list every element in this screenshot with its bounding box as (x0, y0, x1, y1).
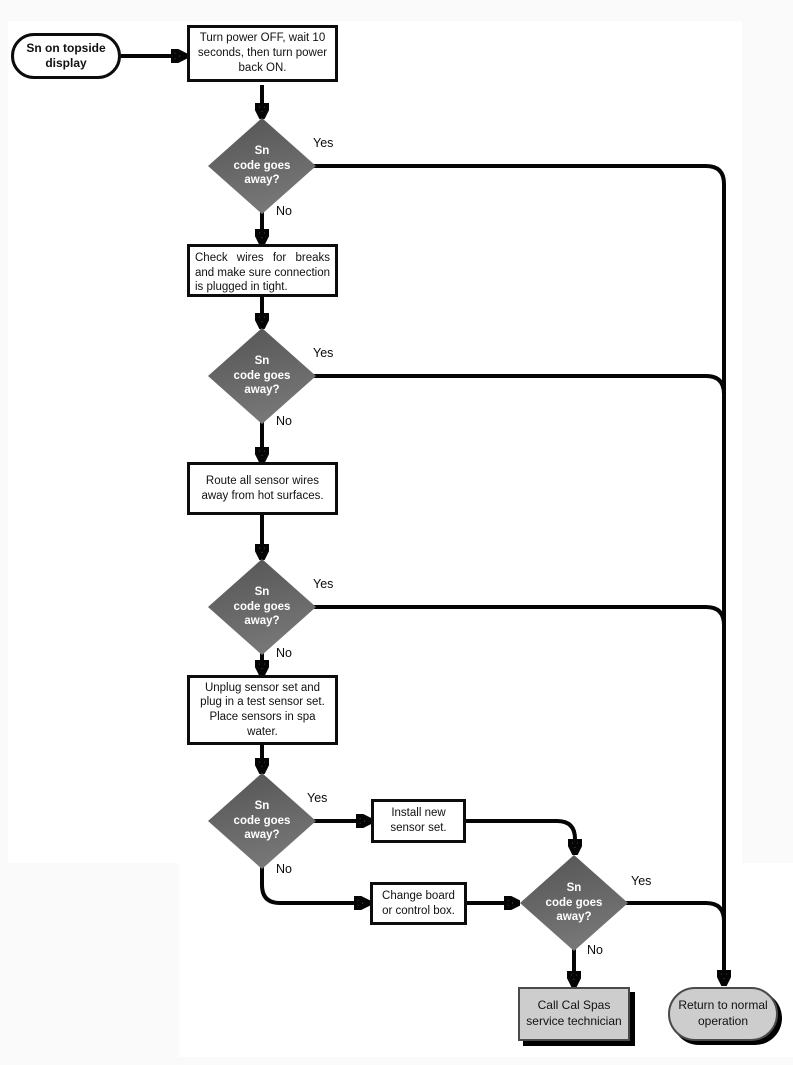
flowchart-canvas-upper (8, 21, 742, 863)
edge-decision3-yes (314, 605, 726, 626)
process-route-wires-label: Route all sensor wires away from hot sur… (201, 474, 324, 502)
terminal-call-tech: Call Cal Spas service technician (518, 987, 630, 1041)
terminal-call-tech-label: Call Cal Spas service technician (526, 998, 622, 1028)
decision-4-label: Sn code goes away? (233, 800, 291, 842)
process-change-board-label: Change board or control box. (382, 889, 455, 917)
decision-5: Sn code goes away? (520, 855, 628, 951)
decision-4: Sn code goes away? (208, 773, 316, 869)
branch-label-no-2: No (276, 414, 292, 428)
process-power-cycle: Turn power OFF, wait 10 seconds, then tu… (187, 25, 338, 82)
branch-label-yes-4: Yes (307, 791, 328, 805)
edge-decision2-yes (314, 374, 726, 395)
decision-3-label: Sn code goes away? (233, 586, 291, 628)
branch-label-no-4: No (276, 862, 292, 876)
process-test-sensors-label: Unplug sensor set and plug in a test sen… (200, 681, 325, 738)
edge-install-to-decision5 (466, 819, 575, 847)
edge-decision1-yes-trunk (314, 164, 724, 978)
decision-2: Sn code goes away? (208, 328, 316, 424)
process-test-sensors: Unplug sensor set and plug in a test sen… (187, 675, 338, 745)
branch-label-no-1: No (276, 204, 292, 218)
decision-1: Sn code goes away? (208, 118, 316, 214)
decision-1-label: Sn code goes away? (233, 145, 291, 187)
process-change-board: Change board or control box. (370, 882, 467, 925)
branch-label-yes-1: Yes (313, 136, 334, 150)
start-node-label: Sn on topside display (26, 41, 106, 70)
process-install-sensor: Install new sensor set. (371, 799, 466, 843)
terminal-return-normal-label: Return to normal operation (678, 998, 768, 1028)
start-node: Sn on topside display (11, 33, 121, 79)
branch-label-yes-3: Yes (313, 577, 334, 591)
process-check-wires: Check wires for breaks and make sure con… (187, 244, 338, 297)
branch-label-yes-2: Yes (313, 346, 334, 360)
process-check-wires-label: Check wires for breaks and make sure con… (195, 252, 330, 294)
edge-decision5-yes (626, 901, 726, 922)
terminal-return-normal: Return to normal operation (668, 987, 778, 1041)
process-route-wires: Route all sensor wires away from hot sur… (187, 462, 338, 515)
branch-label-yes-5: Yes (631, 874, 652, 888)
decision-2-label: Sn code goes away? (233, 355, 291, 397)
decision-3: Sn code goes away? (208, 559, 316, 655)
decision-5-label: Sn code goes away? (545, 882, 603, 924)
branch-label-no-3: No (276, 646, 292, 660)
process-power-cycle-label: Turn power OFF, wait 10 seconds, then tu… (197, 32, 328, 74)
edge-decision4-no (260, 867, 362, 903)
branch-label-no-5: No (587, 943, 603, 957)
process-install-sensor-label: Install new sensor set. (390, 807, 447, 834)
